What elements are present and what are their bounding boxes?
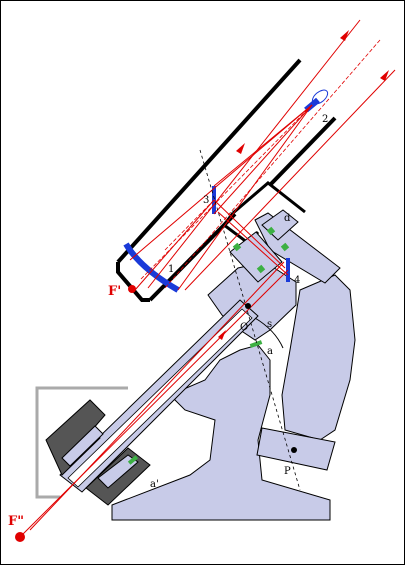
pivot-P-dot [291,447,297,453]
ray-arrow-1 [340,30,349,41]
label-pivot-P: P [284,466,291,477]
label-focus-F-double-prime: F" [8,514,24,529]
focus-F-prime-dot [128,285,136,293]
mirror-2-outline [311,89,329,105]
bearing-green-1 [127,455,139,465]
mirror-1 [123,242,180,293]
label-mirror-3: 3 [203,195,209,206]
bearing-green-a [249,340,263,348]
main-tube-upper-wall [116,58,302,264]
mount-base [111,344,331,521]
label-mirror-1: 1 [168,264,174,275]
label-focus-F-prime: F' [108,284,121,299]
mount-fork-arm [281,274,356,441]
ray-arrow-4 [218,330,226,340]
label-mirror-4: 4 [294,275,300,286]
label-part-d: d [284,213,291,224]
ray-arrow-2 [380,70,389,81]
pivot-O-dot [245,303,251,309]
focus-F-double-prime-dot [15,532,25,542]
polar-axis [199,149,301,491]
light-rays [19,19,396,538]
label-mirror-2: 2 [322,114,328,125]
label-part-a-prime: a' [150,479,159,490]
label-part-s: s [267,319,272,330]
label-part-a: a [267,346,273,357]
side-bracket [35,386,128,499]
ray-arrow-3 [236,143,245,154]
eyepiece-assembly [45,399,151,506]
bearing-s [254,317,284,349]
main-tube-lower-wall [148,116,337,302]
label-pivot-O: O [240,322,248,333]
